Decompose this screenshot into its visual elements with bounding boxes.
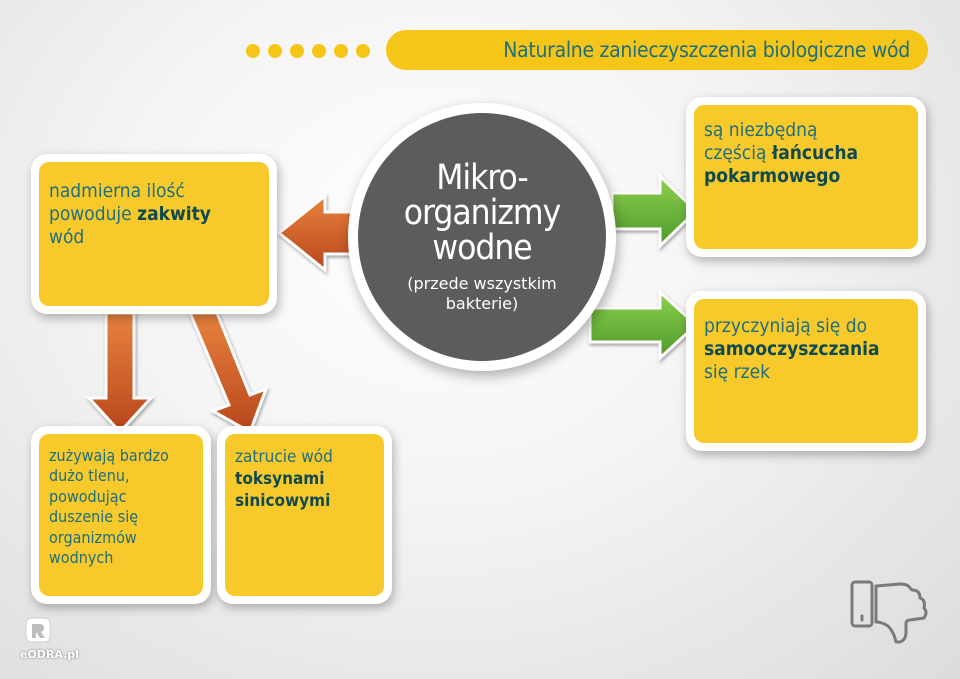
- right-top-box-text: częścią: [704, 141, 772, 164]
- bottom-left-box-line-1: zużywają bardzo: [49, 446, 169, 465]
- right-top-box-bold-2: pokarmowego: [704, 164, 841, 187]
- right-bottom-box-line-2: samooczyszczania: [704, 338, 908, 361]
- bottom-mid-box-bold-1: toksynami: [235, 469, 325, 490]
- right-top-box-line-2: częścią łańcucha: [704, 142, 908, 165]
- dot: [356, 44, 370, 58]
- dot: [290, 44, 304, 58]
- dot: [268, 44, 282, 58]
- arrow-to-right-top-box: [610, 172, 699, 250]
- thumbs-down-icon: [850, 580, 928, 644]
- bottom-left-box: zużywają bardzo dużo tlenu, powodując du…: [31, 426, 211, 604]
- right-top-box-bold-1: łańcucha: [771, 141, 859, 164]
- center-circle: Mikro- organizmy wodne (przede wszystkim…: [348, 103, 616, 371]
- right-top-box-line-3: pokarmowego: [704, 165, 908, 188]
- bottom-left-box-line-5: organizmów: [49, 527, 137, 547]
- left-box-content: nadmierna ilość powoduje zakwity wód: [39, 162, 269, 306]
- right-top-box-content: są niezbędną częścią łańcucha pokarmoweg…: [694, 105, 918, 249]
- right-bottom-box: przyczyniają się do samooczyszczania się…: [686, 291, 926, 451]
- left-box-bold: zakwity: [137, 202, 211, 225]
- right-bottom-box-bold: samooczyszczania: [704, 337, 880, 360]
- left-box: nadmierna ilość powoduje zakwity wód: [31, 154, 277, 314]
- title-bar: Naturalne zanieczyszczenia biologiczne w…: [386, 30, 928, 70]
- bottom-mid-box-line-2: toksynami: [235, 468, 374, 490]
- bottom-left-box-line-2: dużo tlenu,: [49, 466, 130, 486]
- arrow-to-bottom-mid-box: [187, 311, 269, 435]
- bottom-mid-box-line-3: sinicowymi: [235, 490, 374, 512]
- arrow-to-left-box: [276, 192, 354, 274]
- left-box-line-1: nadmierna ilość: [49, 180, 185, 202]
- right-top-box-line-1: są niezbędną: [704, 119, 818, 141]
- center-subtitle: (przede wszystkim bakterie): [407, 274, 557, 314]
- bottom-mid-box-bold-2: sinicowymi: [235, 491, 331, 512]
- dot: [334, 44, 348, 58]
- center-main-line-1: Mikro-: [436, 157, 529, 198]
- left-box-line-3: wód: [49, 225, 85, 248]
- right-bottom-box-line-1: przyczyniają się do: [704, 315, 868, 337]
- center-circle-inner: Mikro- organizmy wodne (przede wszystkim…: [358, 113, 606, 361]
- bottom-mid-box-content: zatrucie wód toksynami sinicowymi: [225, 434, 384, 596]
- bottom-mid-box: zatrucie wód toksynami sinicowymi: [217, 426, 392, 604]
- center-sub-line-1: (przede wszystkim: [407, 273, 557, 293]
- bottom-left-box-line-3: powodując: [49, 486, 127, 506]
- dot: [246, 44, 260, 58]
- right-top-box: są niezbędną częścią łańcucha pokarmoweg…: [686, 97, 926, 257]
- bottom-mid-box-line-1: zatrucie wód: [235, 447, 333, 467]
- bottom-left-box-line-4: duszenie się: [49, 507, 139, 527]
- left-box-line-2: powoduje zakwity: [49, 203, 259, 226]
- bottom-left-box-content: zużywają bardzo dużo tlenu, powodując du…: [39, 434, 203, 596]
- title-dots: [246, 44, 370, 58]
- right-bottom-box-line-3: się rzek: [704, 360, 771, 383]
- center-sub-line-2: bakterie): [445, 293, 519, 313]
- dot: [312, 44, 326, 58]
- logo-text: eODRA.pl: [20, 648, 79, 661]
- center-main-line-2: organizmy: [403, 192, 561, 233]
- arrow-to-bottom-left-box: [85, 311, 155, 435]
- page-title: Naturalne zanieczyszczenia biologiczne w…: [503, 38, 910, 62]
- right-bottom-box-content: przyczyniają się do samooczyszczania się…: [694, 299, 918, 443]
- bottom-left-box-line-6: wodnych: [49, 548, 114, 568]
- eodra-logo-icon: [25, 617, 51, 643]
- left-box-text: powoduje: [49, 202, 138, 225]
- center-main-line-3: wodne: [432, 227, 532, 268]
- arrow-to-right-bottom-box: [588, 288, 699, 362]
